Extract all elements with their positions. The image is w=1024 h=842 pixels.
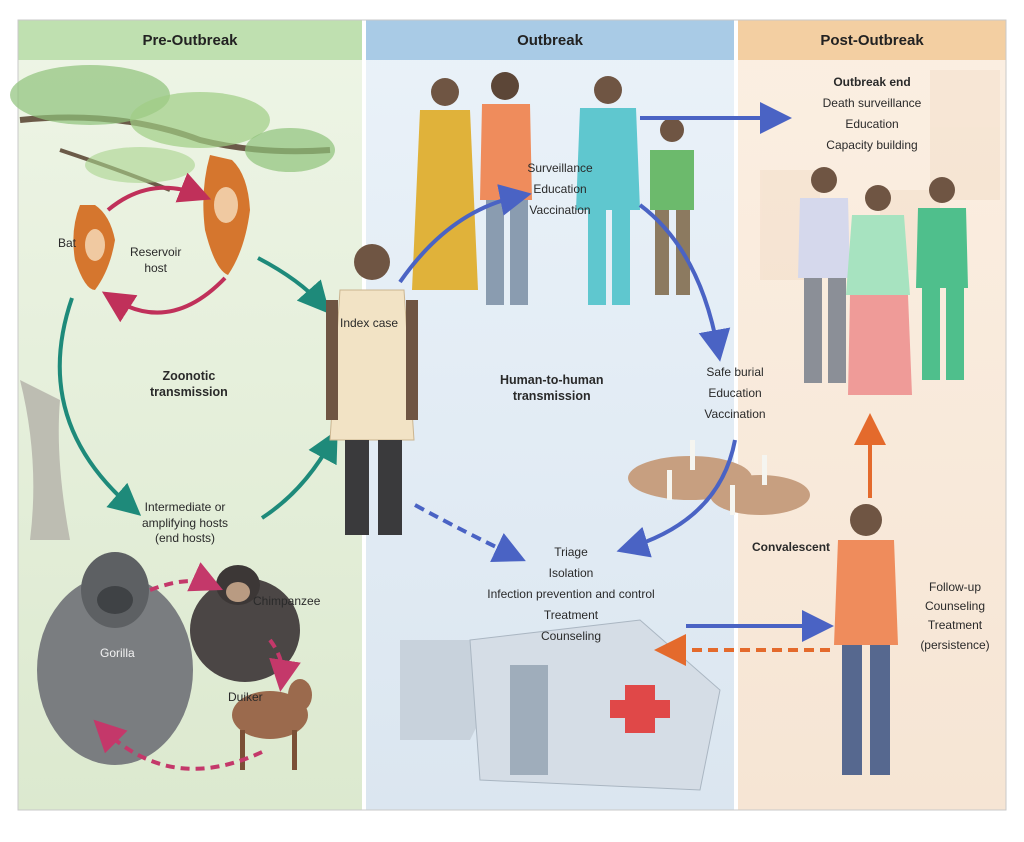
- graves-illustration: [628, 440, 810, 515]
- treatment-action: Treatment: [543, 608, 599, 622]
- tree-illustration: [10, 65, 335, 540]
- reservoir-host-label: Reservoir host: [130, 245, 182, 275]
- convalescent-label: Convalescent: [752, 540, 831, 554]
- zoonotic-arrow-to-index: [257, 256, 330, 315]
- frame: [17, 19, 1007, 811]
- bat-label: Bat: [58, 236, 77, 250]
- outbreak-end-title: Outbreak end: [833, 75, 911, 89]
- treatment-action: Counseling: [540, 629, 602, 643]
- followup-action: (persistence): [920, 637, 990, 652]
- outbreak-end-action: Capacity building: [826, 138, 918, 152]
- host-arrow-duiker-gorilla: [93, 719, 263, 771]
- host-arrow-to-index: [260, 429, 338, 520]
- host-arrow-gorilla-chimp: [149, 562, 223, 592]
- duiker-illustration: [232, 679, 312, 770]
- followup-action: Follow-up: [928, 580, 982, 594]
- intermediate-hosts-label: Intermediate or amplifying hosts (end ho…: [142, 500, 229, 546]
- arrow-burial-to-triage: [616, 439, 737, 558]
- treatment-action: Triage: [554, 545, 588, 559]
- treatment-action: Infection prevention and control: [487, 587, 655, 601]
- burial-actions-list: Safe burial Education Vaccination: [695, 362, 775, 425]
- index-case-illustration: [326, 244, 418, 535]
- gorilla-label: Gorilla: [100, 646, 135, 660]
- zoonotic-transmission-label: Zoonotic transmission: [150, 369, 228, 400]
- recovered-community-illustration: [798, 167, 968, 395]
- index-case-label: Index case: [340, 316, 399, 330]
- outbreak-header-bg: [366, 20, 734, 60]
- pre-outbreak-header-bg: [18, 20, 362, 60]
- burial-action: Vaccination: [704, 407, 766, 421]
- treatment-center-actions-list: Triage Isolation Infection prevention an…: [466, 542, 676, 647]
- reservoir-arrow-bottom: [101, 276, 227, 323]
- arrow-community-to-burial: [638, 203, 731, 362]
- followup-action: Counseling: [924, 599, 986, 614]
- arrow-index-to-triage: [414, 503, 526, 563]
- followup-actions-list: Follow-up Counseling Treatment (persiste…: [910, 578, 1000, 655]
- chimpanzee-label: Chimpanzee: [253, 594, 321, 608]
- convalescent-illustration: [834, 504, 898, 775]
- pre-outbreak-heading: Pre-Outbreak: [142, 32, 238, 49]
- duiker-label: Duiker: [228, 690, 263, 704]
- host-arrow-chimp-duiker: [268, 638, 301, 692]
- chimpanzee-illustration: [190, 565, 300, 682]
- reservoir-arrow-top: [106, 172, 212, 212]
- outbreak-end-action: Education: [845, 117, 899, 131]
- community-action: Surveillance: [527, 161, 593, 175]
- burial-action: Education: [708, 386, 762, 400]
- zoonotic-arrow-to-hosts: [57, 297, 142, 516]
- reservoir-host-bat-illustration: [203, 155, 250, 275]
- treatment-action: Isolation: [548, 566, 594, 580]
- outbreak-heading: Outbreak: [517, 32, 583, 49]
- bat-illustration: [73, 205, 115, 290]
- human-to-human-label: Human-to-human transmission: [500, 373, 604, 404]
- community-action: Vaccination: [529, 203, 591, 217]
- outbreak-end-list: Outbreak end Death surveillance Educatio…: [812, 72, 932, 156]
- arrow-index-to-community: [398, 184, 532, 284]
- post-outbreak-heading: Post-Outbreak: [820, 32, 924, 49]
- followup-action: Treatment: [927, 618, 983, 633]
- community-action: Education: [533, 182, 587, 196]
- post-outbreak-header-bg: [738, 20, 1006, 60]
- burial-action: Safe burial: [706, 365, 764, 379]
- outbreak-end-action: Death surveillance: [822, 96, 922, 110]
- gorilla-illustration: [37, 552, 193, 765]
- community-actions-list: Surveillance Education Vaccination: [520, 158, 600, 221]
